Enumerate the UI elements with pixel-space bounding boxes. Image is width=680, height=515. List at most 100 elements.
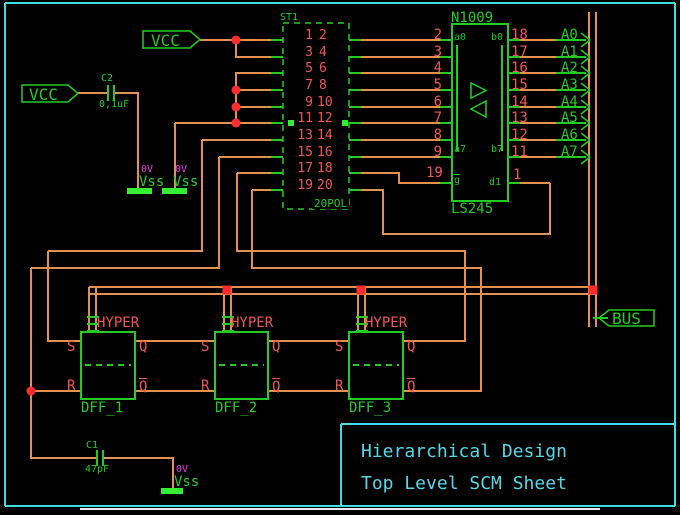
power-flag-vcc-shape[interactable]	[142, 30, 202, 49]
connector-pin-number[interactable]: 11	[297, 111, 313, 126]
ic-pin-number[interactable]: 2	[433, 27, 442, 43]
dff-pin-label[interactable]: Q	[272, 339, 281, 355]
connector-pin-number[interactable]: 20	[317, 178, 333, 193]
ic-pin-label[interactable]: b0	[491, 32, 504, 43]
connector-pin-number[interactable]: 4	[319, 45, 327, 60]
net-label[interactable]: A7	[561, 144, 578, 160]
ic-pin-number[interactable]: 9	[433, 144, 442, 160]
component-body[interactable]	[451, 23, 509, 202]
capacitor-refdes[interactable]: C2	[101, 73, 114, 84]
connector-pin-number[interactable]: 13	[297, 128, 313, 143]
connector-pin-number[interactable]: 17	[297, 161, 313, 176]
dff-pin-label[interactable]: Q	[272, 379, 281, 395]
ground-name-label[interactable]: Vss	[174, 474, 200, 490]
title-block-line1[interactable]: Hierarchical Design	[361, 441, 567, 462]
hier-block-type[interactable]: HYPER	[97, 315, 140, 331]
ground-name-label[interactable]: Vss	[173, 174, 199, 190]
dff-pin-label[interactable]: R	[201, 378, 210, 394]
power-flag-vcc-label[interactable]: VCC	[29, 85, 58, 104]
ic-pin-number[interactable]: 13	[511, 110, 528, 126]
dff-pin-label[interactable]: Q	[407, 379, 416, 395]
hier-block-type[interactable]: HYPER	[365, 315, 408, 331]
hier-block-type[interactable]: HYPER	[231, 315, 274, 331]
connector-pin-number[interactable]: 5	[305, 61, 313, 76]
ic-pin-number[interactable]: 7	[433, 110, 442, 126]
dff-pin-label[interactable]: R	[67, 378, 76, 394]
connector-pin-number[interactable]: 7	[305, 78, 313, 93]
net-label[interactable]: A6	[561, 127, 578, 143]
ic-pin-label[interactable]: b7	[491, 144, 504, 155]
connector-pin-number[interactable]: 18	[317, 161, 333, 176]
dff-refdes[interactable]: DFF_1	[81, 400, 124, 416]
ic-pin-label[interactable]: d1	[489, 177, 502, 188]
power-flag-vcc-shape[interactable]	[21, 84, 80, 103]
ic-pin-number[interactable]: 1	[513, 167, 522, 183]
connector-pin-number[interactable]: 1	[305, 28, 313, 43]
capacitor-value[interactable]: 47pF	[85, 464, 110, 475]
ic-pin-number[interactable]: 12	[511, 127, 528, 143]
connector-pin-number[interactable]: 3	[305, 45, 313, 60]
net-label[interactable]: A5	[561, 110, 578, 126]
ic-pin-number[interactable]: 6	[433, 94, 442, 110]
connector-pin-number[interactable]: 6	[319, 61, 327, 76]
connector-type[interactable]: 20POL	[312, 197, 350, 210]
capacitor-refdes[interactable]: C1	[86, 440, 99, 451]
dff-pin-label[interactable]: Q	[139, 339, 148, 355]
ic-value[interactable]: LS245	[451, 201, 494, 217]
ic-pin-number[interactable]: 11	[511, 144, 528, 160]
dff-refdes[interactable]: DFF_2	[215, 400, 258, 416]
connector-pin-number[interactable]: 15	[297, 145, 313, 160]
ic-pin-label[interactable]: a7	[454, 144, 467, 155]
dff-refdes[interactable]: DFF_3	[349, 400, 392, 416]
net-label[interactable]: A2	[561, 60, 578, 76]
connector-pin-number[interactable]: 16	[317, 145, 333, 160]
bus-flag-shape[interactable]	[597, 309, 655, 327]
net-label[interactable]: A3	[561, 77, 578, 93]
dff-pin-label[interactable]: S	[335, 339, 344, 355]
power-flag-vcc-label[interactable]: VCC	[151, 31, 180, 50]
ground-voltage-label[interactable]: 0V	[175, 164, 188, 175]
ground-bar[interactable]	[162, 188, 187, 194]
capacitor-value[interactable]: 0,1uF	[99, 99, 130, 110]
ic-pin-number[interactable]: 8	[433, 127, 442, 143]
ic-pin-number[interactable]: 18	[511, 27, 528, 43]
connector-pin-number[interactable]: 8	[319, 78, 327, 93]
ic-pin-number[interactable]: 14	[511, 94, 528, 110]
connector-pin-number[interactable]: 2	[319, 28, 327, 43]
ic-pin-label[interactable]: a0	[454, 32, 467, 43]
ground-bar[interactable]	[127, 188, 152, 194]
net-label[interactable]: A0	[561, 27, 578, 43]
connector-pin-number[interactable]: 19	[297, 178, 313, 193]
net-label[interactable]: A1	[561, 44, 578, 60]
ground-voltage-label[interactable]: 0V	[176, 464, 189, 475]
pin-marker-square[interactable]	[288, 120, 294, 126]
ic-pin-label[interactable]: g	[454, 175, 461, 186]
connector-pin-number[interactable]: 14	[317, 128, 333, 143]
ic-pin-number[interactable]: 5	[433, 77, 442, 93]
dff-pin-label[interactable]: S	[67, 339, 76, 355]
dff-pin-label[interactable]: Q	[139, 379, 148, 395]
connector-pin-number[interactable]: 9	[305, 95, 313, 110]
dff-pin-label[interactable]: R	[335, 378, 344, 394]
ic-pin-number[interactable]: 4	[433, 60, 442, 76]
title-block-line2[interactable]: Top Level SCM Sheet	[361, 473, 567, 494]
pin-marker-square[interactable]	[342, 120, 348, 126]
ground-bar[interactable]	[161, 488, 183, 494]
connector-pin-number[interactable]: 10	[317, 95, 333, 110]
dff-pin-label[interactable]: Q	[407, 339, 416, 355]
ic-refdes[interactable]: N1009	[451, 10, 494, 26]
connector-refdes[interactable]: ST1	[280, 12, 299, 23]
ground-name-label[interactable]: Vss	[139, 174, 165, 190]
net-label[interactable]: A4	[561, 94, 578, 110]
ground-voltage-label[interactable]: 0V	[141, 164, 154, 175]
connector-pin-number[interactable]: 12	[317, 111, 333, 126]
bus-flag-label[interactable]: BUS	[612, 309, 641, 328]
ic-pin-number[interactable]: 16	[511, 60, 528, 76]
component-body[interactable]	[348, 331, 404, 400]
dff-pin-label[interactable]: S	[201, 339, 210, 355]
component-body[interactable]	[80, 331, 136, 400]
ic-pin-number[interactable]: 19	[426, 165, 443, 181]
ic-pin-number[interactable]: 15	[511, 77, 528, 93]
ic-pin-number[interactable]: 3	[433, 44, 442, 60]
connector-body-dashed[interactable]	[282, 22, 350, 210]
